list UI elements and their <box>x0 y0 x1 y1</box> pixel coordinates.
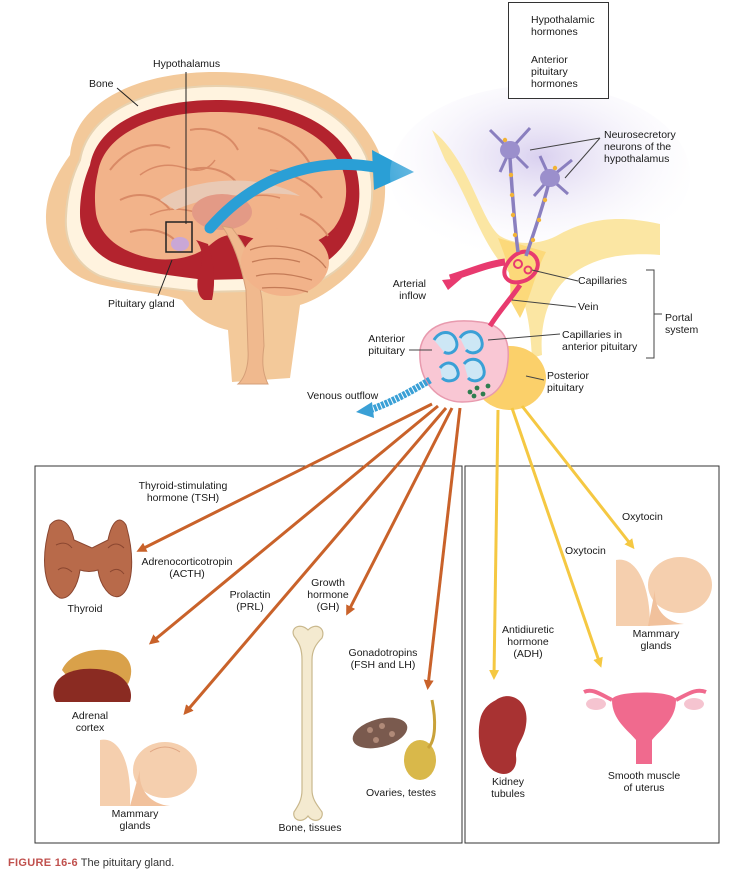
label-hypothalamus: Hypothalamus <box>153 58 221 70</box>
testis-illustration <box>404 699 437 780</box>
kidney-illustration <box>478 696 527 775</box>
anterior-hormone-arrows <box>136 402 462 716</box>
target-ovaries-label: Ovaries, testes <box>365 787 437 799</box>
hormone-acth-label: Adrenocorticotropin(ACTH) <box>141 556 233 580</box>
pituitary-detail <box>356 85 690 418</box>
label-pituitary-gland: Pituitary gland <box>108 298 175 310</box>
label-capillaries: Capillaries <box>578 275 628 287</box>
zoom-arrow <box>204 158 386 234</box>
hormone-oxytocin-label-1: Oxytocin <box>622 511 663 523</box>
target-thyroid-label: Thyroid <box>67 603 103 615</box>
bone-illustration <box>292 625 324 821</box>
neurosecretory-neurons <box>488 126 573 257</box>
hormone-oxytocin-label-2: Oxytocin <box>565 545 606 557</box>
adrenal-illustration <box>53 649 132 702</box>
label-bone: Bone <box>89 78 114 90</box>
anterior-targets-panel <box>34 465 463 844</box>
hormone-prl-label: Prolactin(PRL) <box>229 589 271 613</box>
posterior-targets-panel <box>464 465 720 844</box>
figure-caption-text: The pituitary gland. <box>80 857 175 869</box>
thyroid-illustration <box>44 519 133 599</box>
nursing-infant-right-illustration <box>616 557 712 626</box>
nursing-infant-left-illustration <box>100 739 197 806</box>
figure-caption: FIGURE 16-6 The pituitary gland. <box>8 857 174 869</box>
ovary-illustration <box>352 717 408 749</box>
hormone-gonadotropins-label: Gonadotropins(FSH and LH) <box>348 647 418 671</box>
figure-number: FIGURE 16-6 <box>8 857 78 869</box>
label-vein: Vein <box>578 301 599 313</box>
posterior-hormone-arrows <box>489 405 635 680</box>
target-bone-label: Bone, tissues <box>278 822 342 834</box>
label-venous-outflow: Venous outflow <box>307 390 379 402</box>
uterus-illustration <box>583 688 707 764</box>
